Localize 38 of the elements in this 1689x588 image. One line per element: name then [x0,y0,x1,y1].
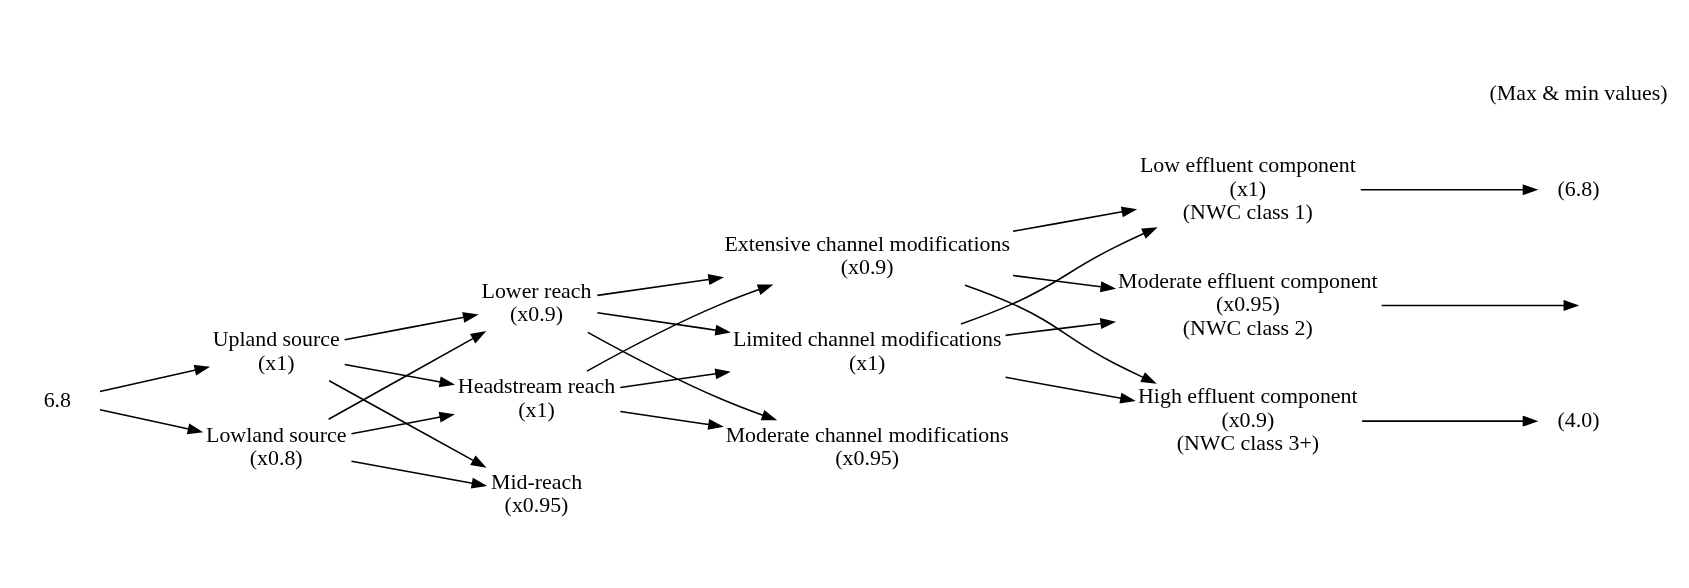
arrow [99,364,211,392]
arrow [964,283,1157,384]
arrow [328,379,487,468]
arrow [350,459,488,488]
arrow [99,408,204,434]
arrow [350,411,455,435]
arrow [1361,415,1539,427]
node-text: Mid-reach (x0.95) [490,469,583,517]
arrow [586,284,774,372]
arrow [1012,274,1117,292]
arrow [586,331,778,420]
node-text: Headstream reach (x1) [457,373,616,422]
node-text: (6.8) [1557,176,1600,201]
arrow [619,367,731,388]
arrow [960,226,1158,325]
arrow [343,311,479,340]
node-text: Low effluent component (x1) (NWC class 1) [1139,152,1356,224]
node-text: Extensive channel modifications (x0.9) [724,231,1010,279]
node-text: Upland source (x1) [212,326,340,375]
node-text: Moderate channel modifications (x0.95) [725,422,1009,470]
arrow [1004,376,1136,404]
node-text: High effluent component (x0.9) (NWC class 3+) [1138,383,1358,455]
label: (Max & min values) [1489,80,1668,105]
node-text: Lower reach (x0.9) [481,278,592,326]
node-text: Limited channel modifications (x1) [732,326,1002,375]
arrow [1380,299,1580,311]
arrow [327,330,487,420]
node-text: Moderate effluent component (x0.95) (NWC class 2) [1118,268,1378,340]
arrow [343,363,456,387]
arrow [596,273,724,296]
arrow [1004,317,1117,336]
node-text: 6.8 [43,387,72,412]
node-text: Lowland source (x0.8) [206,422,347,470]
arrow [596,311,731,336]
arrow [1012,206,1138,232]
arrow [1359,183,1539,195]
arrow [619,410,724,430]
node-text: (4.0) [1557,407,1600,432]
